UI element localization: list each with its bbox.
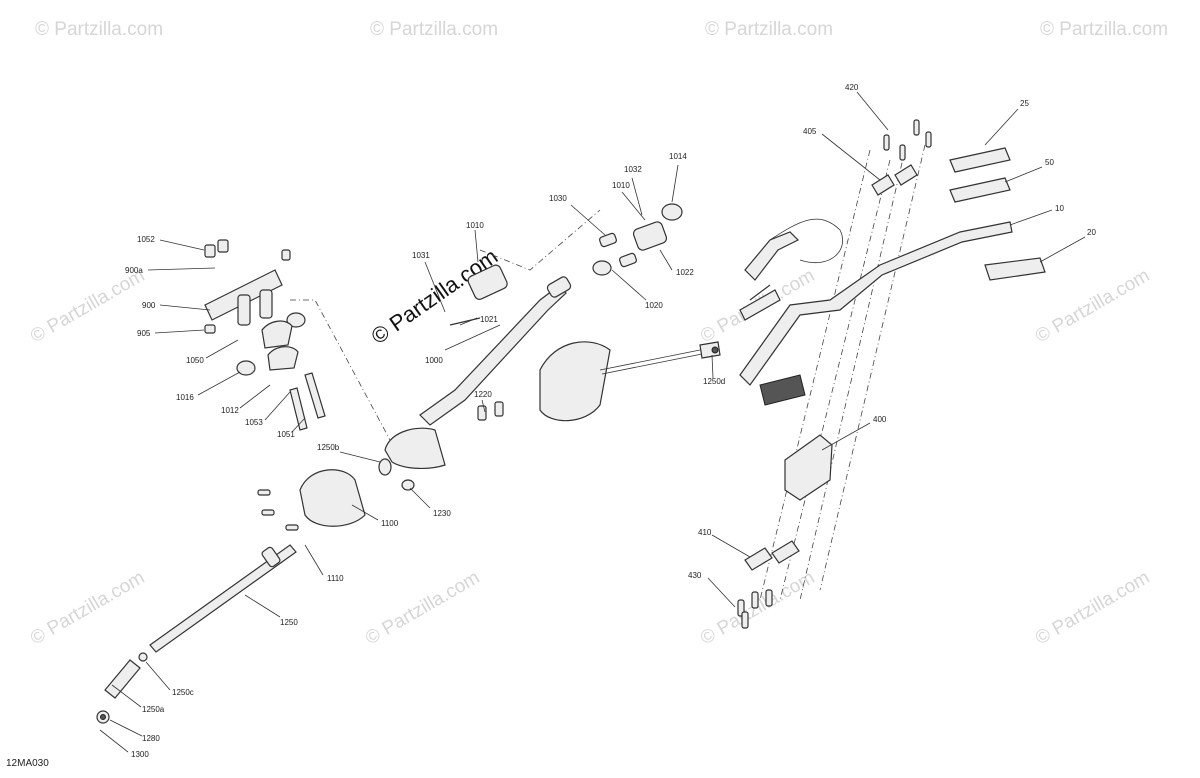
callout-1300: 1300 <box>131 750 149 759</box>
callout-1250c: 1250c <box>172 688 194 697</box>
lower-steering-housing <box>96 469 366 724</box>
callout-1031: 1031 <box>412 251 430 260</box>
callout-1250a: 1250a <box>142 705 165 714</box>
callout-1022: 1022 <box>676 268 694 277</box>
watermark: © Partzilla.com <box>370 19 498 40</box>
upper-steering-housing <box>539 341 721 422</box>
watermark: © Partzilla.com <box>362 567 483 649</box>
callout-1000: 1000 <box>425 356 443 365</box>
riser-clamp-assembly <box>204 239 326 431</box>
callout-10: 10 <box>1055 204 1064 213</box>
watermark: © Partzilla.com <box>1040 19 1168 40</box>
callout-1012: 1012 <box>221 406 239 415</box>
watermark: © Partzilla.com <box>1032 265 1153 347</box>
callout-1280: 1280 <box>142 734 160 743</box>
callout-25: 25 <box>1020 99 1029 108</box>
watermark: © Partzilla.com <box>35 19 163 40</box>
callout-410: 410 <box>698 528 712 537</box>
callout-1100: 1100 <box>381 519 399 528</box>
callout-1051: 1051 <box>277 430 295 439</box>
callout-1016: 1016 <box>176 393 194 402</box>
callout-1220: 1220 <box>474 390 492 399</box>
callout-1250: 1250 <box>280 618 298 627</box>
callout-50: 50 <box>1045 158 1054 167</box>
leader-lines <box>99 91 1086 753</box>
watermark: © Partzilla.com <box>27 265 148 347</box>
callout-1110: 1110 <box>327 574 344 583</box>
callout-20: 20 <box>1087 228 1096 237</box>
callout-1050: 1050 <box>186 356 204 365</box>
watermark: © Partzilla.com <box>27 567 148 649</box>
callout-1052: 1052 <box>137 235 155 244</box>
callout-1021: 1021 <box>480 315 498 324</box>
callout-1010: 1010 <box>466 221 484 230</box>
callout-labels: 1052 900a 900 905 1050 1016 1012 1053 10… <box>125 83 1096 759</box>
callout-900a: 900a <box>125 266 143 275</box>
callout-905: 905 <box>137 329 151 338</box>
watermark: © Partzilla.com <box>697 567 818 649</box>
callout-900: 900 <box>142 301 156 310</box>
callout-400: 400 <box>873 415 887 424</box>
figure-code: 12MA030 <box>6 758 49 769</box>
top-bolts <box>871 119 932 196</box>
callout-1250d: 1250d <box>703 377 725 386</box>
assembly-lines <box>290 144 926 601</box>
watermark: © Partzilla.com <box>705 19 833 40</box>
callout-1053: 1053 <box>245 418 263 427</box>
watermark-grid: © Partzilla.com © Partzilla.com © Partzi… <box>27 19 1168 649</box>
callout-405: 405 <box>803 127 817 136</box>
riser-block <box>737 434 833 629</box>
callout-1230: 1230 <box>433 509 451 518</box>
callout-1010-b: 1010 <box>612 181 630 190</box>
callout-420: 420 <box>845 83 859 92</box>
steering-riser <box>378 203 683 491</box>
callout-1250b: 1250b <box>317 443 340 452</box>
callout-1014: 1014 <box>669 152 687 161</box>
watermark: © Partzilla.com <box>1032 567 1153 649</box>
callout-1032: 1032 <box>624 165 642 174</box>
callout-1030: 1030 <box>549 194 567 203</box>
callout-430: 430 <box>688 571 702 580</box>
handlebar-assembly <box>739 147 1046 406</box>
callout-1020: 1020 <box>645 301 663 310</box>
